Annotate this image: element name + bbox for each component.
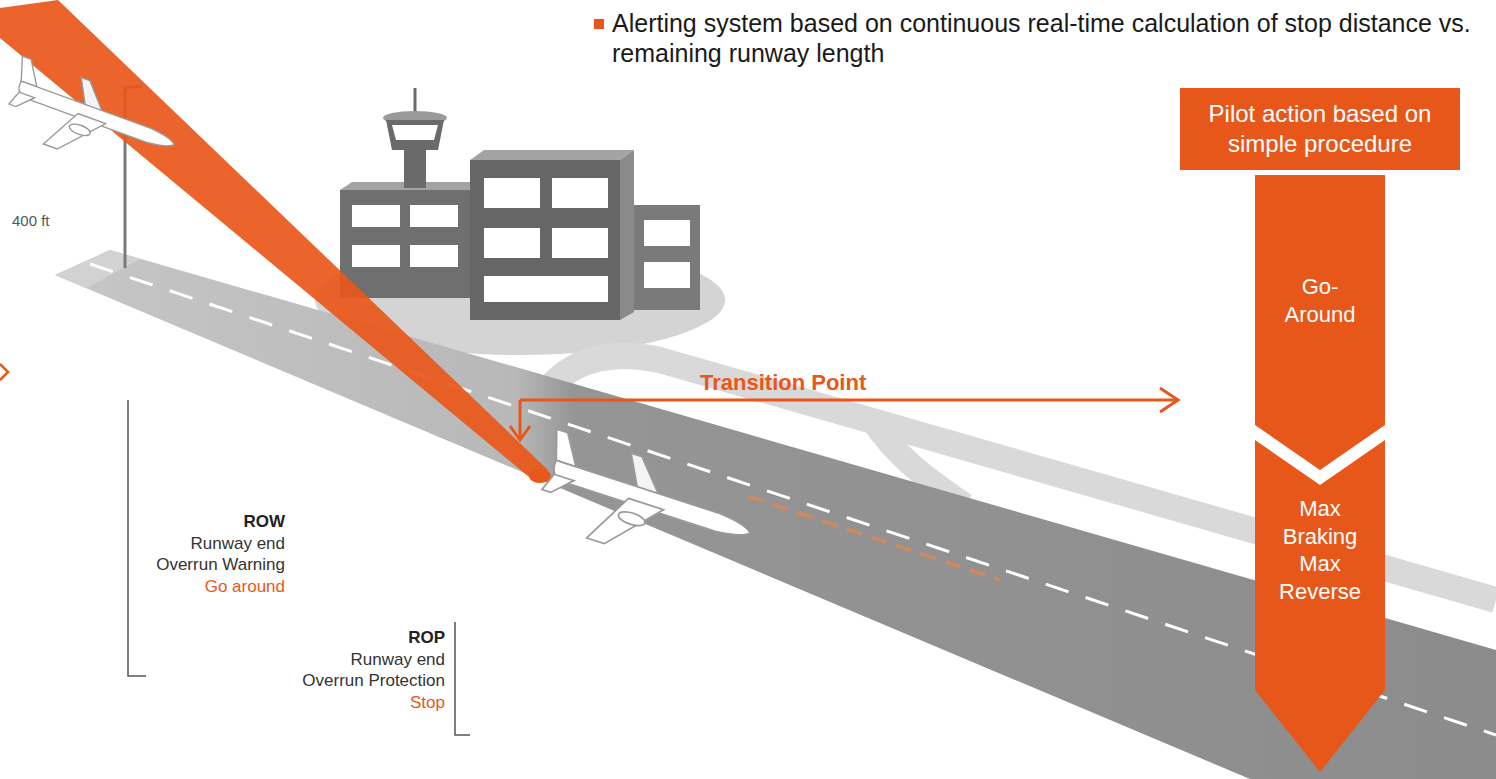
rop-title-holder: ROP [295,628,445,648]
max-braking-arrow-text: Max Braking Max Reverse [1276,495,1364,605]
bullet [594,19,604,29]
rop-action-holder: Stop [295,693,445,713]
illustration-part [552,178,608,208]
bullet-text: Alerting system based on continuous real… [612,8,1490,68]
transition-label-holder: Transition Point [700,370,866,396]
illustration-part [392,125,438,140]
row-description: Runway end Overrun Warning [135,534,285,575]
illustration-part [484,276,608,302]
row-bracket [128,400,146,676]
illustration-part [410,205,458,227]
illustration-part [340,190,470,298]
illustration-part [552,228,608,258]
runway-threshold [55,250,140,288]
row-action-holder: Go around [135,577,285,597]
illustration-part [644,220,690,246]
transition-label: Transition Point [700,370,866,396]
illustration-part [352,205,400,227]
illustration-part [410,245,458,267]
illustration-part [620,150,634,320]
row-title-holder: ROW [135,512,285,532]
slide-marker [0,364,8,380]
arrowhead [510,426,530,440]
transition-line [520,399,1176,402]
braking-track [748,496,1000,580]
go-around-arrow-text: Go-Around [1276,273,1364,328]
illustration-part [634,205,700,310]
approach-beam [0,0,548,482]
illustration-part [484,228,540,258]
illustration-part [386,120,444,150]
max-braking-arrow: Max Braking Max Reverse [1255,440,1385,772]
rop-description: Runway end Overrun Protection [295,650,445,691]
max-braking-arrow-shape [1255,440,1385,772]
rop-bracket [455,622,470,735]
row-description-holder: Runway end Overrun Warning [135,534,285,575]
illustration-part [352,245,400,267]
rop-action: Stop [295,693,445,713]
rop-description-holder: Runway end Overrun Protection [295,650,445,691]
arrowhead [1160,388,1178,412]
row-title: ROW [135,512,285,532]
transition-drop [519,400,522,440]
landing-plane [528,429,763,585]
height-label-holder: 400 ft [12,212,50,230]
bullet-text-holder: Alerting system based on continuous real… [612,8,1490,68]
go-around-arrow-shape [1255,175,1385,470]
go-around-arrow: Go-Around [1255,175,1385,470]
height-label: 400 ft [12,212,50,230]
approaching-plane [0,56,185,186]
procedure-box-text: Pilot action based on simple procedure [1189,99,1451,159]
procedure-box: Pilot action based on simple procedure [1180,88,1460,170]
illustration-part [470,160,620,320]
rop-title: ROP [295,628,445,648]
max-braking-arrow-outline [1255,440,1385,772]
row-action: Go around [135,577,285,597]
illustration-part [484,178,540,208]
illustration-part [470,150,634,160]
terminal-building [340,150,700,320]
illustration-part [404,148,426,188]
control-tower [383,88,447,188]
illustration-part [644,262,690,288]
touchdown-point [529,469,551,483]
